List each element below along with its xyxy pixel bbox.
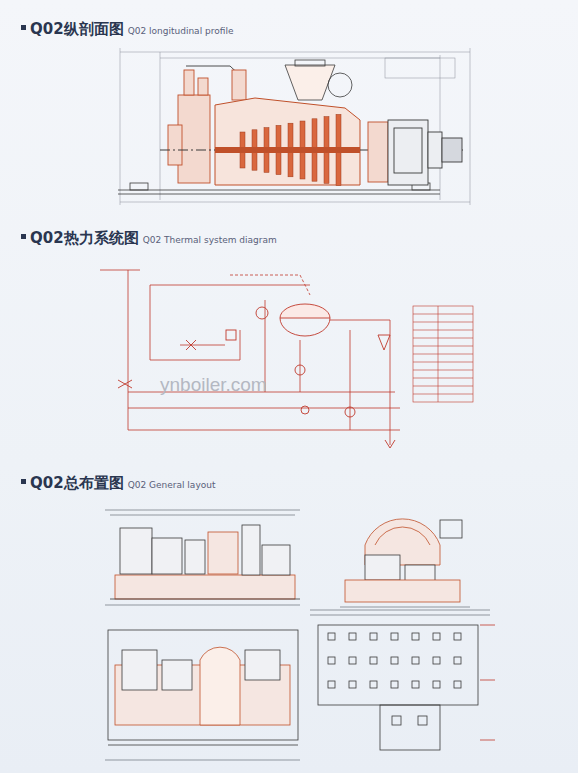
section-heading: Q02总布置图	[30, 474, 124, 493]
watermark: ynboiler.com	[160, 374, 267, 396]
section-subheading: Q02 longitudinal profile	[128, 26, 234, 36]
layout-dimensions	[105, 510, 490, 760]
anchor-pocket	[391, 681, 398, 688]
bullet-square	[21, 234, 26, 239]
anchor-pocket	[370, 633, 377, 640]
section-heading: Q02纵剖面图	[30, 20, 124, 39]
anchor-pocket	[418, 716, 427, 725]
anchor-pocket	[349, 681, 356, 688]
dimension-lines	[120, 48, 470, 205]
plan-view	[108, 630, 298, 745]
section-subheading: Q02 General layout	[128, 480, 216, 490]
table-rule	[413, 322, 473, 323]
legend-table	[413, 306, 473, 402]
front-elevation	[110, 525, 300, 599]
anchor-pocket	[392, 716, 401, 725]
anchor-pocket	[370, 681, 377, 688]
side-elevation	[345, 519, 462, 602]
anchor-pocket	[433, 633, 440, 640]
section-subheading: Q02 Thermal system diagram	[143, 235, 277, 245]
table-rule	[413, 330, 473, 331]
thermal-equipment	[118, 304, 395, 448]
table-rule	[413, 354, 473, 355]
anchor-pocket	[391, 633, 398, 640]
section-heading: Q02热力系统图	[30, 229, 139, 248]
table-rule	[413, 314, 473, 315]
anchor-pocket	[412, 633, 419, 640]
anchor-pocket	[412, 681, 419, 688]
anchor-pocket	[454, 657, 461, 664]
table-rule	[413, 370, 473, 371]
exhaust-hood	[285, 65, 335, 100]
foundation-plan	[318, 625, 495, 750]
anchor-pocket	[391, 657, 398, 664]
anchor-pocket	[454, 633, 461, 640]
table-rule	[413, 378, 473, 379]
rotor-shaft	[215, 147, 360, 153]
thermal-piping	[100, 270, 400, 445]
anchor-pocket	[328, 633, 335, 640]
table-rule	[413, 362, 473, 363]
anchor-pocket	[433, 681, 440, 688]
table-rule	[413, 338, 473, 339]
anchor-pocket	[370, 657, 377, 664]
anchor-pocket	[454, 681, 461, 688]
table-rule	[413, 394, 473, 395]
bullet-square	[21, 479, 26, 484]
anchor-pocket	[433, 657, 440, 664]
anchor-pocket	[328, 681, 335, 688]
anchor-pocket	[412, 657, 419, 664]
anchor-pocket	[328, 657, 335, 664]
table-rule	[413, 346, 473, 347]
anchor-pocket	[349, 657, 356, 664]
bullet-square	[21, 25, 26, 30]
gearbox	[368, 120, 462, 185]
anchor-pocket	[349, 633, 356, 640]
turbine-casing	[215, 60, 360, 185]
table-rule	[413, 386, 473, 387]
